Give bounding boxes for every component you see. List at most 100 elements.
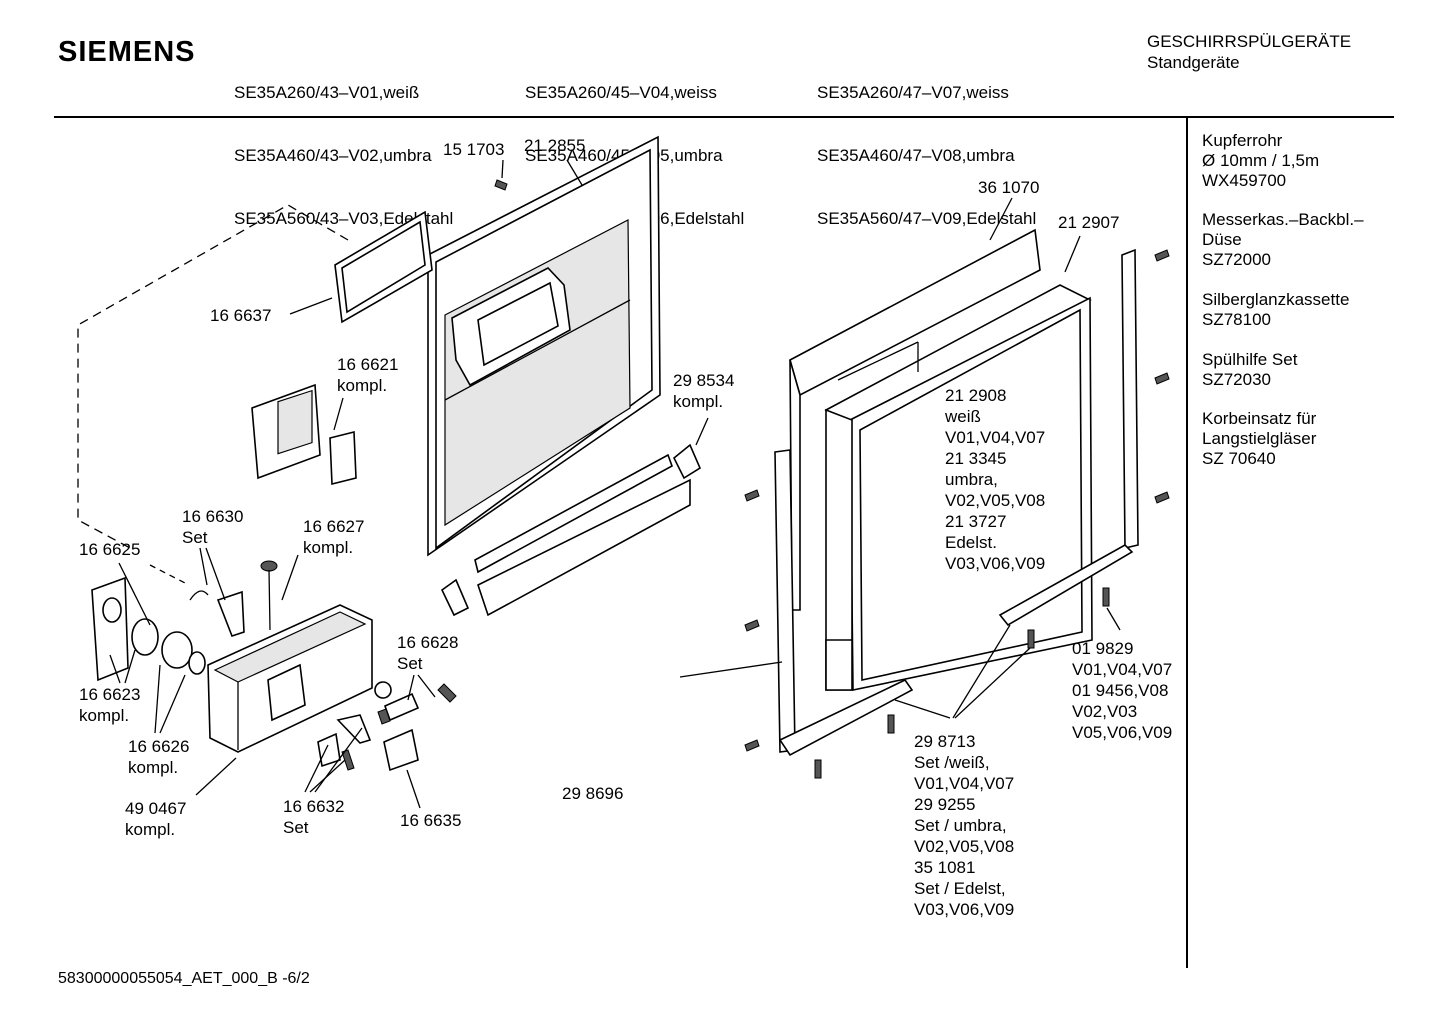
label-line: weiß [945, 407, 981, 426]
label-line: 16 6627 [303, 517, 365, 536]
header-divider [54, 116, 1394, 118]
model-entry: SE35A560/47–V09,Edelstahl [817, 209, 1037, 228]
part-label-166635: 16 6635 [400, 811, 462, 830]
category-title: GESCHIRRSPÜLGERÄTE [1147, 32, 1352, 51]
side-trim-rails [774, 248, 1139, 757]
accessory-line: Spülhilfe Set [1202, 350, 1298, 369]
label-line: V01,V04,V07 [1072, 660, 1173, 679]
accessory-line: Messerkas.–Backbl.– [1202, 210, 1364, 229]
window-frame [334, 210, 433, 324]
label-line: kompl. [673, 392, 724, 411]
part-label-166637: 16 6637 [210, 306, 272, 325]
label-line: Set /weiß, [914, 753, 990, 772]
part-label-166623: 16 6623 kompl. [79, 684, 140, 726]
bottom-trim-bars [440, 443, 702, 617]
door-lock-housing [207, 604, 373, 753]
leader-lines [109, 159, 1121, 809]
label-line: V03,V06,V09 [914, 900, 1015, 919]
label-line: V01,V04,V07 [945, 428, 1046, 447]
outer-door-panel [789, 228, 1093, 691]
label-line: kompl. [125, 820, 176, 839]
accessory-copper-pipe: Kupferrohr Ø 10mm / 1,5m WX459700 [1202, 131, 1319, 191]
model-entry: SE35A560/43–V03,Edelstahl [234, 209, 454, 228]
label-line: V02,V05,V08 [914, 837, 1015, 856]
part-label-298696: 29 8696 [562, 784, 624, 803]
accessory-line: Langstielgläser [1202, 429, 1317, 448]
model-entry: SE35A260/45–V04,weiss [525, 83, 717, 102]
label-line: Set [397, 654, 423, 673]
accessory-line: SZ 70640 [1202, 449, 1276, 468]
assembly-dashed-outline [77, 204, 349, 549]
category-heading: GESCHIRRSPÜLGERÄTE Standgeräte [1147, 31, 1351, 73]
accessory-line: Düse [1202, 230, 1242, 249]
accessory-line: Ø 10mm / 1,5m [1202, 151, 1320, 170]
label-line: Set / umbra, [914, 816, 1007, 835]
label-line: 16 6623 [79, 685, 141, 704]
label-line: V02,V03 [1072, 702, 1138, 721]
label-line: 16 6621 [337, 355, 399, 374]
label-line: umbra, [945, 470, 998, 489]
label-line: Edelst. [945, 533, 997, 552]
accessory-line: SZ72000 [1202, 250, 1271, 269]
label-line: 29 9255 [914, 795, 976, 814]
part-label-166627: 16 6627 kompl. [303, 516, 364, 558]
document-id-footer: 58300000055054_AET_000_B -6/2 [58, 970, 310, 987]
accessory-line: SZ72030 [1202, 370, 1271, 389]
label-line: 29 8534 [673, 371, 735, 390]
label-line: kompl. [128, 758, 179, 777]
accessory-line: WX459700 [1202, 171, 1287, 190]
label-line: 29 8713 [914, 732, 976, 751]
accessory-rinse-set: Spülhilfe Set SZ72030 [1202, 350, 1297, 390]
brand-logo: SIEMENS [58, 36, 196, 68]
label-line: V05,V06,V09 [1072, 723, 1173, 742]
accessory-line: Silberglanzkassette [1202, 290, 1350, 309]
label-line: Set [283, 818, 309, 837]
label-line: 01 9456,V08 [1072, 681, 1169, 700]
label-line: 21 3345 [945, 449, 1007, 468]
label-line: Set [182, 528, 208, 547]
label-line: 16 6630 [182, 507, 244, 526]
accessory-line: Kupferrohr [1202, 131, 1283, 150]
label-line: kompl. [79, 706, 130, 725]
label-line: Set / Edelst, [914, 879, 1006, 898]
lock-small-parts [91, 560, 457, 772]
part-label-166625: 16 6625 [79, 540, 141, 559]
label-line: V03,V06,V09 [945, 554, 1046, 573]
accessory-glass-insert: Korbeinsatz für Langstielgläser SZ 70640 [1202, 409, 1316, 469]
label-line: kompl. [303, 538, 354, 557]
part-label-151703: 15 1703 [443, 140, 505, 159]
model-entry: SE35A260/47–V07,weiss [817, 83, 1009, 102]
sidebar-divider [1186, 118, 1188, 968]
model-column-3: SE35A260/47–V07,weiss SE35A460/47–V08,um… [817, 40, 1036, 250]
part-label-212855: 21 2855 [524, 136, 586, 155]
label-line: V02,V05,V08 [945, 491, 1046, 510]
accessory-line: Korbeinsatz für [1202, 409, 1317, 428]
label-line: 21 3727 [945, 512, 1007, 531]
model-entry: SE35A460/43–V02,umbra [234, 146, 432, 165]
part-label-212907: 21 2907 [1058, 213, 1120, 232]
label-line: 16 6628 [397, 633, 459, 652]
model-entry: SE35A460/47–V08,umbra [817, 146, 1015, 165]
part-label-490467: 49 0467 kompl. [125, 798, 186, 840]
label-line: 49 0467 [125, 799, 187, 818]
screws [494, 179, 1170, 779]
accessory-silver-cassette: Silberglanzkassette SZ78100 [1202, 290, 1349, 330]
accessory-line: SZ78100 [1202, 310, 1271, 329]
label-line: 21 2908 [945, 386, 1007, 405]
label-line: V01,V04,V07 [914, 774, 1015, 793]
part-label-166621: 16 6621 kompl. [337, 354, 398, 396]
category-subtitle: Standgeräte [1147, 53, 1240, 72]
label-line: 01 9829 [1072, 639, 1134, 658]
model-entry: SE35A260/43–V01,weiß [234, 83, 420, 102]
part-label-361070: 36 1070 [978, 178, 1040, 197]
label-line: kompl. [337, 376, 388, 395]
inner-door-panel [427, 135, 661, 557]
